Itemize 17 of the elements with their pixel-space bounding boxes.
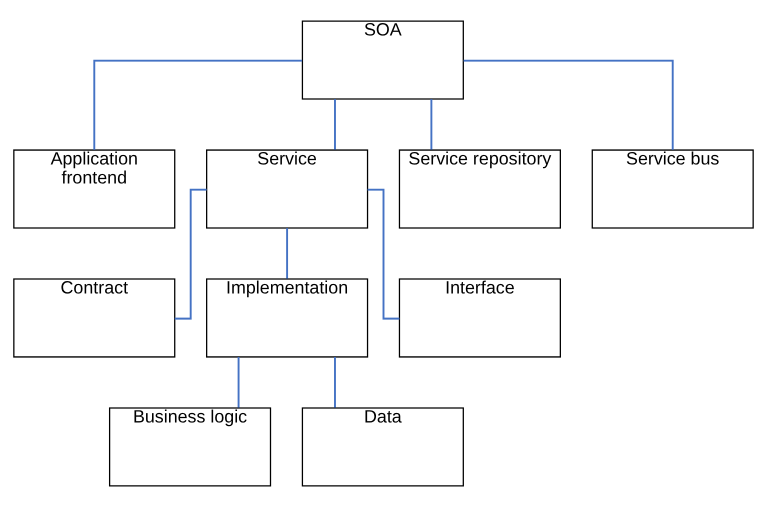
node-box: Service bus xyxy=(592,149,754,229)
node-box: Application frontend xyxy=(13,149,176,229)
node-box: Interface xyxy=(398,278,561,358)
node-box: Business logic xyxy=(108,407,272,487)
node-box: SOA xyxy=(302,20,464,100)
connector xyxy=(464,60,674,150)
connector xyxy=(430,99,432,150)
node-box: Data xyxy=(302,407,464,487)
node-box: Service xyxy=(206,149,368,229)
node-box: Implementation xyxy=(206,278,368,358)
connector xyxy=(93,60,302,150)
connector xyxy=(286,228,288,279)
connector xyxy=(334,357,336,408)
node-box: Service repository xyxy=(398,149,561,229)
connector xyxy=(334,99,336,150)
connector xyxy=(238,357,240,408)
node-box: Contract xyxy=(13,278,176,358)
